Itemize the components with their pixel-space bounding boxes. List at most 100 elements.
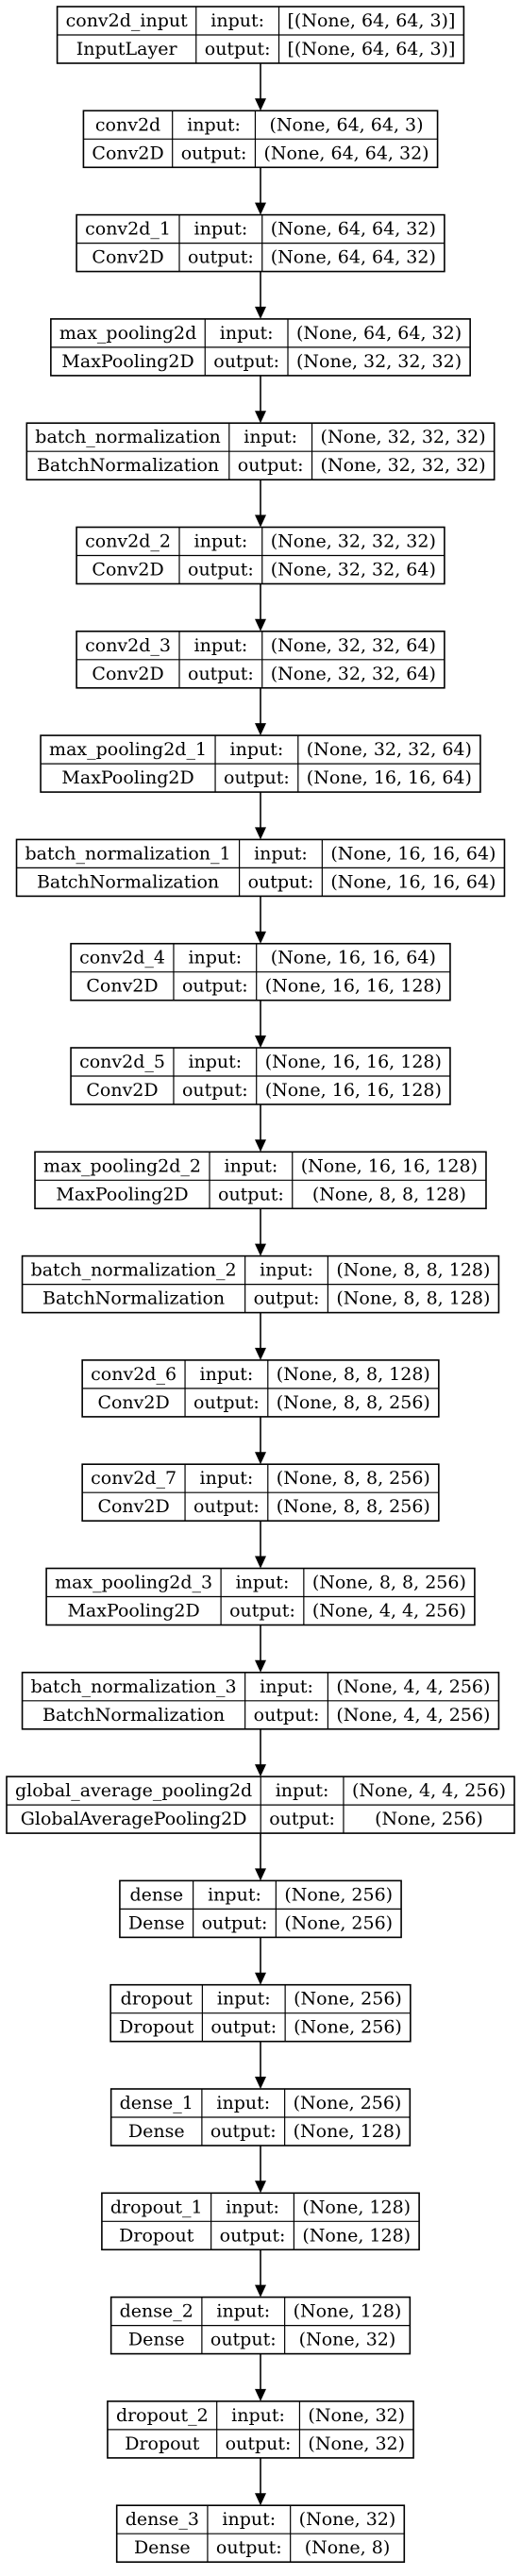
layer-type: Conv2D bbox=[97, 1392, 169, 1413]
layer-name: dropout_1 bbox=[110, 2197, 203, 2217]
input-label: input: bbox=[200, 1468, 254, 1489]
output-label: output: bbox=[182, 976, 248, 997]
connector-arrow bbox=[255, 1000, 266, 1048]
layer-type: Conv2D bbox=[92, 664, 163, 684]
output-label: output: bbox=[269, 1809, 335, 1829]
connector-arrow bbox=[255, 2146, 266, 2194]
layer-name: max_pooling2d_2 bbox=[43, 1155, 201, 1176]
layer-type: MaxPooling2D bbox=[56, 1184, 188, 1204]
layer-name: conv2d_7 bbox=[91, 1468, 176, 1489]
output-shape: (None, 32) bbox=[299, 2330, 396, 2350]
layer-name: batch_normalization_3 bbox=[31, 1676, 237, 1697]
input-label: input: bbox=[216, 2093, 270, 2113]
output-label: output: bbox=[218, 1184, 284, 1204]
output-label: output: bbox=[210, 2330, 277, 2350]
connector-arrow bbox=[255, 2249, 266, 2298]
input-shape: (None, 16, 16, 64) bbox=[271, 948, 436, 968]
connector-arrow bbox=[255, 2457, 266, 2506]
output-shape: (None, 8, 8, 256) bbox=[277, 1392, 430, 1413]
layer-name: dense_2 bbox=[120, 2301, 193, 2322]
output-label: output: bbox=[182, 1080, 248, 1101]
layer-type: Conv2D bbox=[92, 560, 163, 581]
output-label: output: bbox=[216, 2537, 282, 2558]
output-shape: (None, 16, 16, 128) bbox=[265, 1080, 442, 1101]
input-shape: (None, 16, 16, 128) bbox=[301, 1155, 478, 1176]
output-label: output: bbox=[181, 143, 247, 163]
output-label: output: bbox=[254, 1288, 320, 1309]
layer-type: BatchNormalization bbox=[42, 1705, 225, 1726]
layer-type: Conv2D bbox=[97, 1496, 169, 1517]
layer-name: conv2d_5 bbox=[79, 1052, 165, 1072]
output-label: output: bbox=[224, 767, 290, 788]
layer-type: Conv2D bbox=[86, 976, 158, 997]
layer-type: MaxPooling2D bbox=[67, 1601, 199, 1622]
layer-type: Dropout bbox=[125, 2433, 200, 2454]
layer-node-max_pooling2d: max_pooling2dMaxPooling2Dinput:output:(N… bbox=[50, 318, 471, 377]
connector-arrow bbox=[255, 1104, 266, 1153]
output-label: output: bbox=[248, 871, 314, 892]
layer-name: batch_normalization_1 bbox=[25, 843, 231, 864]
output-shape: (None, 32, 32, 64) bbox=[271, 664, 436, 684]
layer-name: max_pooling2d bbox=[59, 323, 196, 344]
layer-type: Dropout bbox=[119, 2225, 194, 2246]
layer-type: Dense bbox=[128, 2330, 185, 2350]
input-shape: (None, 32, 32, 64) bbox=[271, 635, 436, 656]
connector-arrow bbox=[255, 1416, 266, 1465]
input-label: input: bbox=[210, 10, 264, 31]
input-shape: (None, 4, 4, 256) bbox=[352, 1780, 506, 1801]
layer-node-global_average_pooling2d: global_average_pooling2dGlobalAveragePoo… bbox=[6, 1776, 515, 1834]
input-shape: (None, 8, 8, 256) bbox=[312, 1573, 466, 1593]
layer-type: BatchNormalization bbox=[37, 871, 219, 892]
input-label: input: bbox=[222, 2509, 276, 2530]
input-shape: (None, 8, 8, 128) bbox=[277, 1364, 430, 1385]
layer-name: dense_3 bbox=[126, 2509, 199, 2530]
output-shape: (None, 32, 32, 64) bbox=[271, 560, 436, 581]
connector-arrow bbox=[255, 271, 266, 319]
output-shape: (None, 128) bbox=[294, 2121, 402, 2142]
output-label: output: bbox=[238, 455, 304, 476]
output-label: output: bbox=[188, 247, 254, 268]
input-label: input: bbox=[226, 2197, 279, 2217]
output-label: output: bbox=[226, 2433, 292, 2454]
input-label: input: bbox=[244, 427, 297, 447]
connector-arrow bbox=[255, 2041, 266, 2089]
connector-arrow bbox=[255, 2353, 266, 2401]
connector-arrow bbox=[255, 1521, 266, 1569]
input-label: input: bbox=[254, 843, 308, 864]
layer-type: MaxPooling2D bbox=[61, 767, 193, 788]
input-label: input: bbox=[260, 1676, 313, 1697]
output-shape: (None, 32) bbox=[308, 2433, 405, 2454]
input-shape: (None, 32) bbox=[308, 2405, 405, 2426]
layer-type: BatchNormalization bbox=[37, 455, 219, 476]
connector-arrow bbox=[255, 583, 266, 631]
output-label: output: bbox=[229, 1601, 295, 1622]
layer-name: conv2d_1 bbox=[85, 219, 171, 240]
input-shape: (None, 128) bbox=[302, 2197, 411, 2217]
layer-node-batch_normalization_2: batch_normalization_2BatchNormalizationi… bbox=[21, 1254, 500, 1314]
input-shape: (None, 64, 64, 3) bbox=[269, 114, 423, 135]
connector-arrow bbox=[255, 1728, 266, 1777]
layer-name: conv2d_2 bbox=[85, 531, 171, 552]
layer-name: dropout_2 bbox=[116, 2405, 209, 2426]
output-shape: (None, 16, 16, 64) bbox=[330, 871, 496, 892]
input-shape: (None, 16, 16, 128) bbox=[265, 1052, 442, 1072]
output-shape: (None, 8, 8, 128) bbox=[312, 1184, 466, 1204]
layer-name: batch_normalization bbox=[35, 427, 221, 447]
output-shape: (None, 8) bbox=[305, 2537, 391, 2558]
input-shape: (None, 32, 32, 32) bbox=[321, 427, 486, 447]
output-label: output: bbox=[220, 2225, 286, 2246]
layer-node-max_pooling2d_2: max_pooling2d_2MaxPooling2Dinput:output:… bbox=[34, 1151, 487, 1210]
